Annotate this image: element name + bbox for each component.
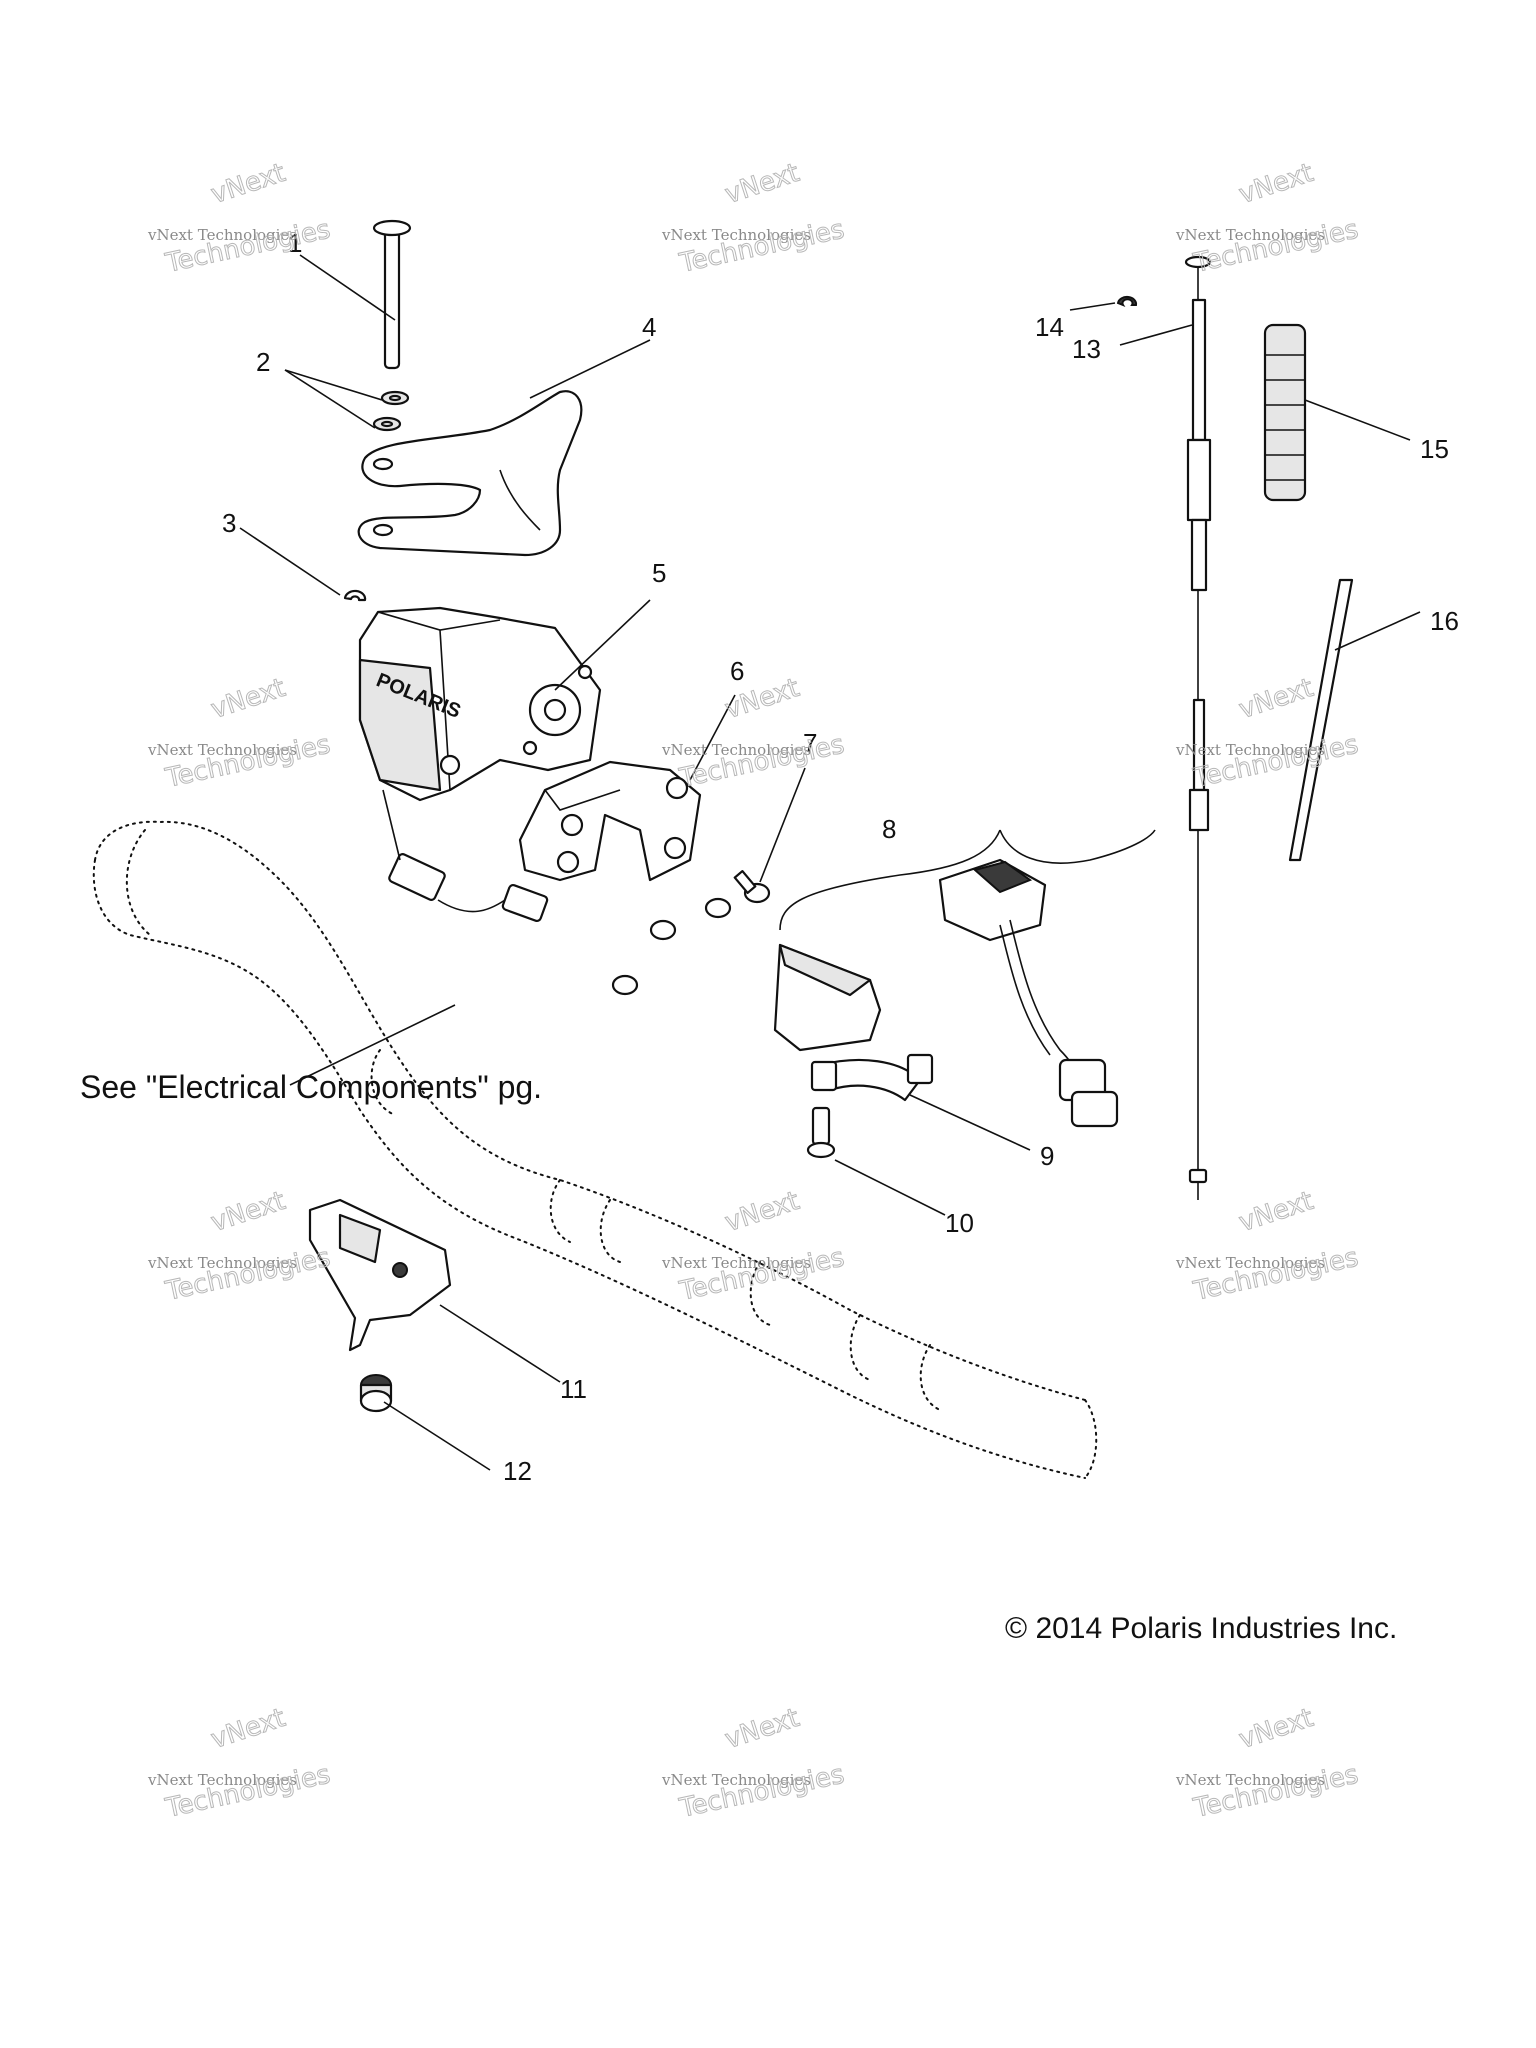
electrical-components-note: See "Electrical Components" pg. [80, 1069, 542, 1105]
callout-3: 3 [222, 508, 236, 538]
svg-text:vNext Technologies: vNext Technologies [661, 741, 811, 759]
part-3-eclip [343, 589, 367, 602]
part-4-lever [357, 390, 583, 557]
watermark: vNext vNext Technologies Technologies [1175, 1186, 1362, 1308]
svg-text:Technologies: Technologies [1190, 1760, 1361, 1824]
svg-text:Technologies: Technologies [162, 215, 333, 279]
part-12-set-screw [359, 1374, 393, 1413]
part-16-cable-tie [1288, 578, 1354, 862]
part-7-screws [611, 870, 771, 996]
svg-text:Technologies: Technologies [676, 215, 847, 279]
svg-text:vNext Technologies: vNext Technologies [147, 1771, 297, 1789]
svg-text:vNext Technologies: vNext Technologies [661, 226, 811, 244]
watermark: vNext vNext Technologies Technologies [661, 673, 848, 795]
svg-text:Technologies: Technologies [676, 1243, 847, 1307]
svg-text:Technologies: Technologies [162, 1760, 333, 1824]
svg-text:Technologies: Technologies [1190, 215, 1361, 279]
part-5-throttle-housing [358, 606, 602, 802]
svg-text:vNext: vNext [721, 158, 803, 210]
callout-8: 8 [882, 814, 896, 844]
svg-text:vNext Technologies: vNext Technologies [661, 1254, 811, 1272]
callout-6: 6 [730, 656, 744, 686]
callout-5: 5 [652, 558, 666, 588]
callout-2: 2 [256, 347, 270, 377]
part-15-tubing [1263, 323, 1307, 502]
callout-7: 7 [803, 728, 817, 758]
svg-text:vNext: vNext [721, 1703, 803, 1755]
callout-12: 12 [503, 1456, 532, 1486]
watermarks: vNext vNext Technologies Technologies vN… [147, 158, 1362, 1825]
part-6-clamp-cover [518, 760, 702, 882]
part-8-switch-assembly [773, 858, 1119, 1128]
svg-text:vNext: vNext [207, 673, 289, 725]
svg-text:vNext: vNext [1235, 158, 1317, 210]
callout-16: 16 [1430, 606, 1459, 636]
part-11-guard [308, 1198, 452, 1352]
svg-text:vNext Technologies: vNext Technologies [147, 741, 297, 759]
callout-10: 10 [945, 1208, 974, 1238]
watermark: vNext vNext Technologies Technologies [661, 1186, 848, 1308]
svg-text:vNext Technologies: vNext Technologies [1175, 1254, 1325, 1272]
svg-text:vNext Technologies: vNext Technologies [1175, 1771, 1325, 1789]
part-14-clip [1116, 295, 1138, 308]
callout-11: 11 [560, 1374, 587, 1404]
svg-text:Technologies: Technologies [162, 730, 333, 794]
part-10-bolt [806, 1106, 836, 1159]
callout-14: 14 [1035, 312, 1064, 342]
part-9-clamp-band [810, 1053, 934, 1102]
svg-text:Technologies: Technologies [676, 730, 847, 794]
callout-4: 4 [642, 312, 656, 342]
part-2-washers [372, 390, 410, 432]
watermark: vNext vNext Technologies Technologies [147, 1703, 334, 1825]
svg-text:vNext: vNext [207, 1186, 289, 1238]
watermark: vNext vNext Technologies Technologies [147, 158, 334, 280]
throttle-wire-connector [388, 853, 549, 923]
watermark: vNext vNext Technologies Technologies [147, 1186, 334, 1308]
svg-text:vNext: vNext [207, 1703, 289, 1755]
handlebar-outline [92, 820, 1098, 1479]
watermark: vNext vNext Technologies Technologies [661, 158, 848, 280]
svg-text:Technologies: Technologies [162, 1243, 333, 1307]
callout-13: 13 [1072, 334, 1101, 364]
svg-text:vNext Technologies: vNext Technologies [147, 1254, 297, 1272]
callout-15: 15 [1420, 434, 1449, 464]
svg-text:vNext Technologies: vNext Technologies [661, 1771, 811, 1789]
callout-1: 1 [288, 228, 302, 258]
svg-text:vNext: vNext [1235, 673, 1317, 725]
svg-text:vNext: vNext [721, 1186, 803, 1238]
svg-text:vNext: vNext [1235, 1703, 1317, 1755]
svg-text:Technologies: Technologies [1190, 1243, 1361, 1307]
watermark: vNext vNext Technologies Technologies [661, 1703, 848, 1825]
callout-9: 9 [1040, 1141, 1054, 1171]
svg-text:vNext: vNext [207, 158, 289, 210]
part-13-cable [1184, 255, 1212, 1200]
leader-lines [239, 254, 1421, 1471]
svg-text:vNext Technologies: vNext Technologies [147, 226, 297, 244]
svg-text:Technologies: Technologies [1190, 730, 1361, 794]
svg-text:vNext: vNext [1235, 1186, 1317, 1238]
watermark: vNext vNext Technologies Technologies [1175, 1703, 1362, 1825]
callout-numbers: 1 2 3 4 5 6 7 8 9 10 11 12 13 14 15 16 [222, 228, 1459, 1486]
svg-text:vNext Technologies: vNext Technologies [1175, 741, 1325, 759]
svg-text:vNext Technologies: vNext Technologies [1175, 226, 1325, 244]
part-1-pin [372, 219, 412, 370]
watermark: vNext vNext Technologies Technologies [1175, 158, 1362, 280]
svg-text:Technologies: Technologies [676, 1760, 847, 1824]
watermark: vNext vNext Technologies Technologies [147, 673, 334, 795]
copyright-text: © 2014 Polaris Industries Inc. [1005, 1612, 1397, 1645]
